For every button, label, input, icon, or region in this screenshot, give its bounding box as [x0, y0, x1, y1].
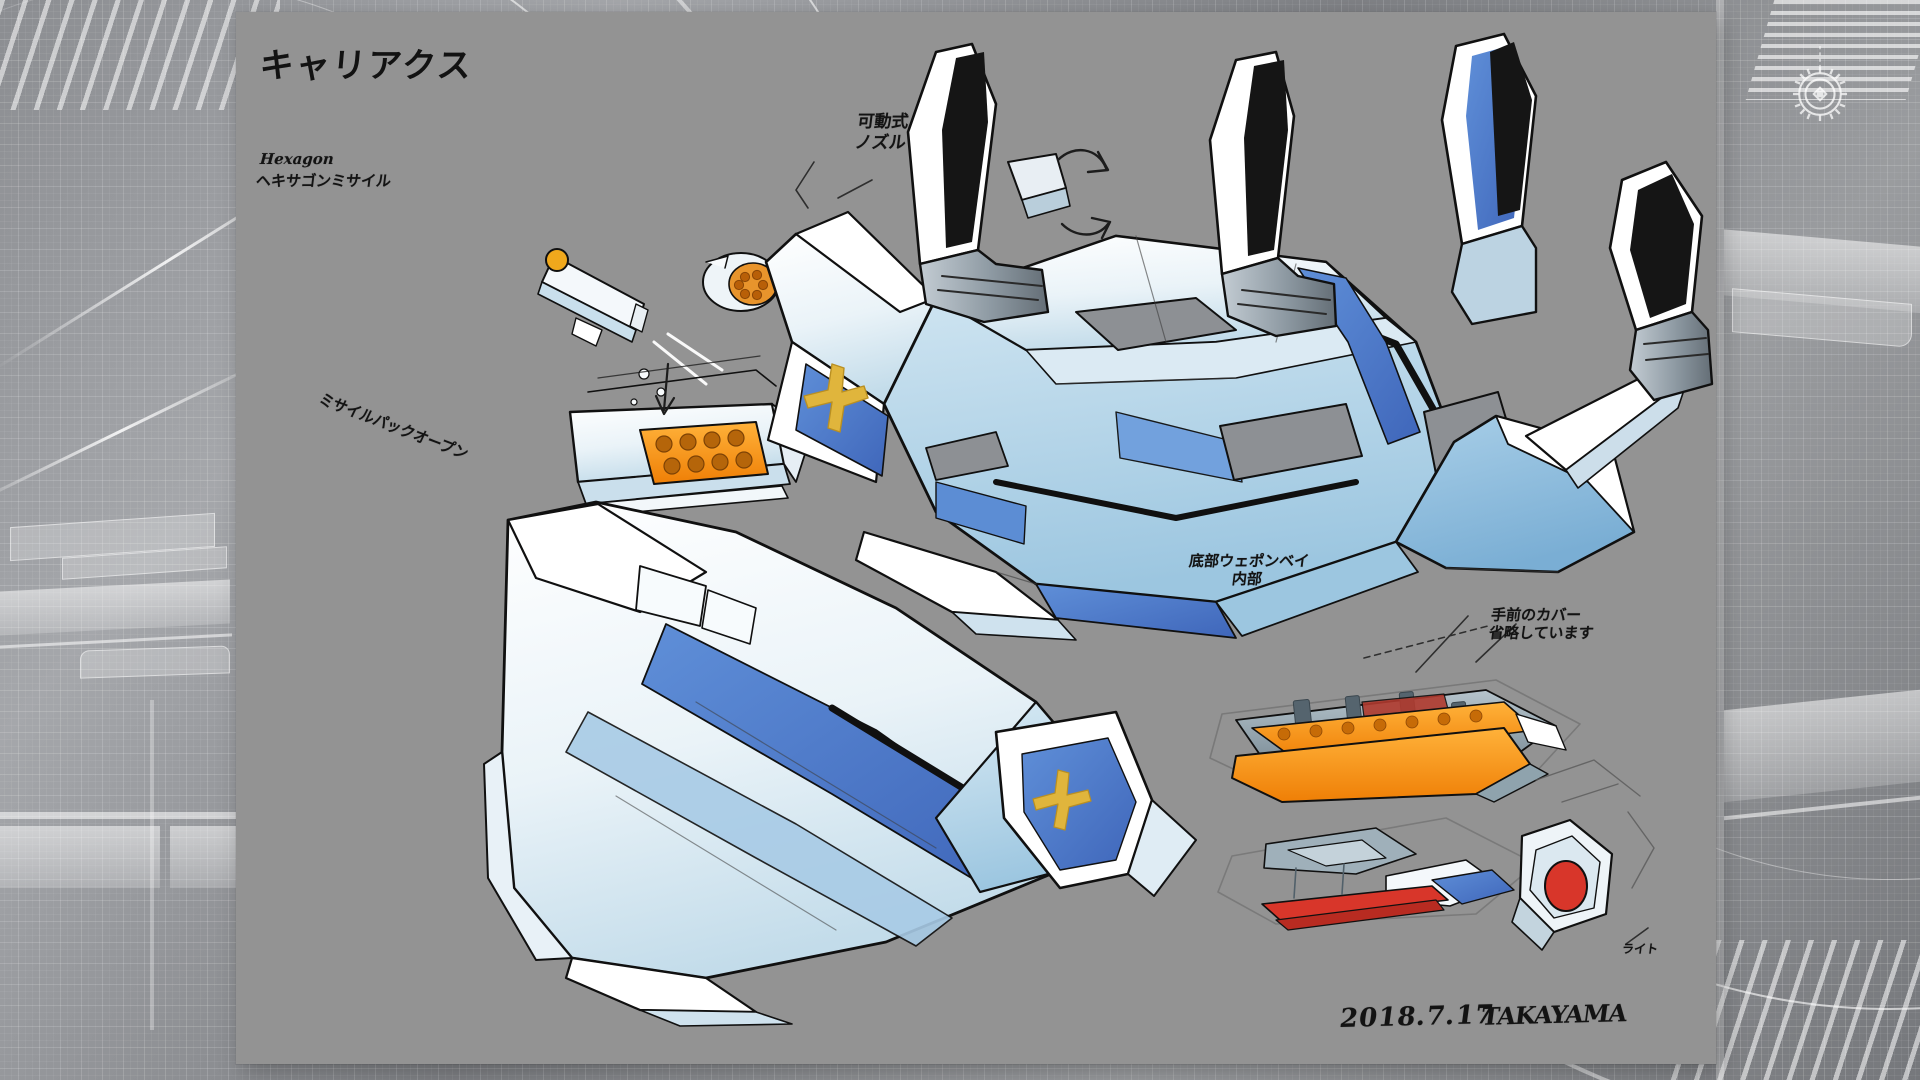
annotation-bottom-weapon-bay: 底部ウェポンベイ 内部: [1185, 552, 1311, 589]
engine-nacelle-1: [906, 42, 1071, 324]
signature-name: TAKAYAMA: [1479, 998, 1629, 1031]
annotation-hexagon-latin: Hexagon: [259, 150, 335, 168]
missile-pack-arrow: [654, 362, 676, 416]
detail-missile-loadout: [1217, 817, 1537, 931]
leader-nozzle-curve: [795, 161, 815, 209]
aircraft-side-profile: [483, 500, 1108, 1027]
targeting-reticle-icon: [1792, 46, 1848, 122]
leader-cover: [1363, 625, 1489, 659]
concept-art-sheet[interactable]: キャリアクス Hexagon ヘキサゴンミサイル ミサイルパックオープン 可動式…: [236, 12, 1716, 1064]
signature-date: 2018.7.17: [1337, 999, 1497, 1035]
tail-emblem-gold-cross: [1032, 769, 1092, 831]
hud-bar-left-c: [150, 700, 154, 1030]
hud-plate-left-b: [0, 826, 160, 888]
annotation-hexagon-missile: ヘキサゴンミサイル: [254, 172, 393, 190]
hud-panel-left-c: [80, 645, 230, 679]
nozzle-rotation-arrow: [1056, 148, 1112, 240]
page-title: キャリアクス: [257, 46, 475, 86]
leader-nozzle-a: [837, 179, 873, 199]
hud-plate-left-c: [170, 826, 236, 888]
annotation-light-callout: ライト: [1621, 942, 1659, 956]
leader-weapon-bay-2: [1415, 615, 1469, 673]
tail-fin-with-emblem: [994, 710, 1197, 897]
detail-weapon-bay-interior: [1209, 679, 1581, 803]
annotation-movable-nozzle: 可動式 ノズル: [853, 112, 910, 153]
detail-nose-pod: [1511, 759, 1655, 951]
leader-weapon-bay: [1475, 623, 1517, 663]
hud-diagonal-hatch-top: [0, 0, 280, 110]
concept-art-drawing: [483, 32, 1714, 1027]
emblem-gold-cross: [803, 363, 869, 433]
part-hexagon-missile: [537, 248, 649, 347]
engine-nacelle-4: [1608, 160, 1714, 402]
engine-nacelle-2: [1208, 50, 1338, 338]
engine-nacelle-3: [1440, 32, 1538, 326]
hud-bar-left-b: [0, 812, 238, 819]
leader-light: [1625, 927, 1649, 945]
hud-right-divider: [1716, 0, 1724, 1080]
annotation-cover-omitted: 手前のカバー 省略しています: [1487, 606, 1595, 643]
